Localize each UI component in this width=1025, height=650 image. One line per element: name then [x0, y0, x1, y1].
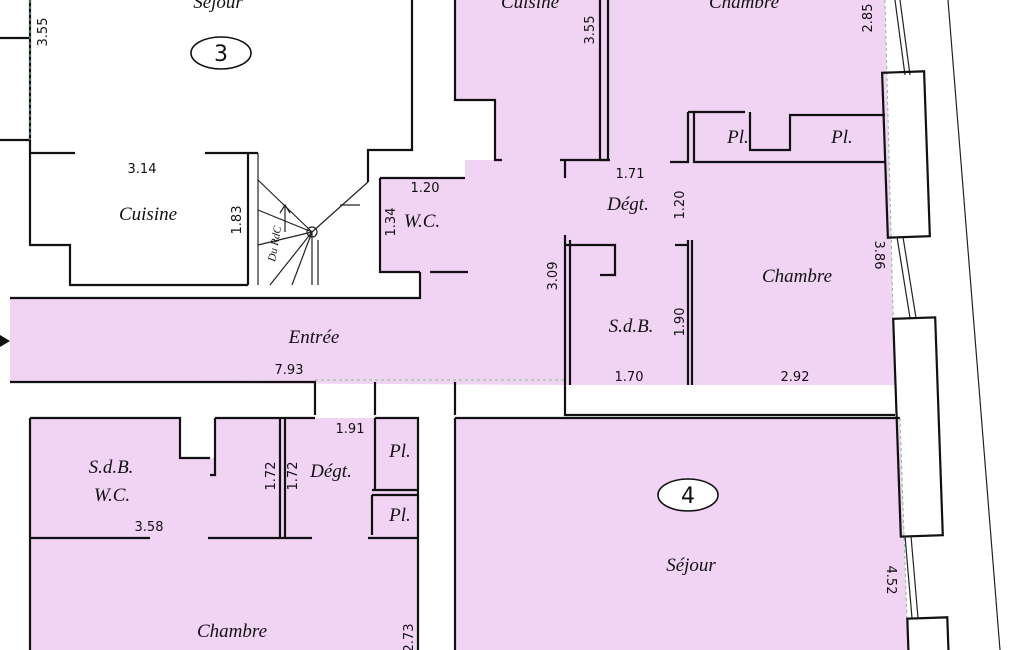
label-sejour-3: Séjour: [193, 0, 243, 13]
sejour-4-area: [455, 418, 908, 650]
label-chambre-bottom: Chambre: [197, 621, 267, 642]
label-placard-4: Pl.: [388, 505, 411, 526]
label-cuisine-top: Cuisine: [501, 0, 559, 13]
label-entree: Entrée: [288, 327, 340, 348]
room-labels: Séjour Cuisine Du RdC Cuisine Chambre Pl…: [89, 0, 853, 642]
stair-newel: [306, 226, 318, 238]
apartment-3-number: 3: [214, 42, 228, 67]
label-placard-2: Pl.: [830, 127, 853, 148]
label-sdb-top: S.d.B.: [609, 316, 654, 337]
dim-172-b: 1.72: [286, 462, 301, 491]
dim-386: 3.86: [871, 241, 886, 270]
upper-right-walls: [10, 0, 896, 417]
lower-walls: [28, 416, 909, 650]
dim-273: 2.73: [402, 624, 417, 650]
dim-355-mid: 3.55: [583, 16, 598, 45]
facade-windows: [880, 0, 1001, 650]
label-sejour-4: Séjour: [666, 555, 716, 576]
label-degt-top: Dégt.: [606, 194, 649, 215]
dim-170: 1.70: [615, 370, 644, 385]
apartment-4-badge: 4: [657, 478, 719, 512]
dim-190: 1.90: [673, 308, 688, 337]
dim-134: 1.34: [384, 208, 399, 237]
lower-left-unit-area: [30, 418, 418, 650]
staircase: [257, 179, 369, 286]
dim-285: 2.85: [861, 4, 876, 33]
dim-183: 1.83: [230, 206, 245, 235]
label-cuisine-3: Cuisine: [119, 204, 177, 225]
room-fills: [10, 0, 908, 650]
apartment-4-number: 4: [681, 484, 695, 509]
dim-314: 3.14: [128, 162, 157, 177]
label-wc-left: W.C.: [94, 485, 130, 506]
label-du-rdc: Du RdC: [266, 225, 284, 264]
dim-355-left: 3.55: [36, 18, 51, 47]
label-placard-3: Pl.: [388, 441, 411, 462]
dim-120-v: 1.20: [673, 191, 688, 220]
label-placard-1: Pl.: [726, 127, 749, 148]
dim-172-a: 1.72: [264, 462, 279, 491]
dim-191: 1.91: [336, 422, 365, 437]
label-chambre-top: Chambre: [709, 0, 779, 13]
dimension-labels: 3.55 3.14 1.83 3.55 2.85 1.20 1.34 1.71 …: [36, 4, 898, 650]
dim-171: 1.71: [616, 167, 645, 182]
apartment-3-badge: 3: [190, 36, 252, 70]
dim-793: 7.93: [275, 363, 304, 378]
dim-452: 4.52: [883, 566, 898, 595]
label-chambre-right: Chambre: [762, 266, 832, 287]
unit-3-walls: [0, 0, 414, 287]
label-wc: W.C.: [404, 211, 440, 232]
dim-309: 3.09: [546, 262, 561, 291]
dim-120-wc: 1.20: [411, 181, 440, 196]
label-sdb-left: S.d.B.: [89, 457, 134, 478]
upper-right-unit-area: [10, 0, 895, 385]
dim-292: 2.92: [781, 370, 810, 385]
dim-358: 3.58: [135, 520, 164, 535]
label-degt-bottom: Dégt.: [309, 461, 352, 482]
entrance-arrow-icon: [0, 335, 10, 347]
